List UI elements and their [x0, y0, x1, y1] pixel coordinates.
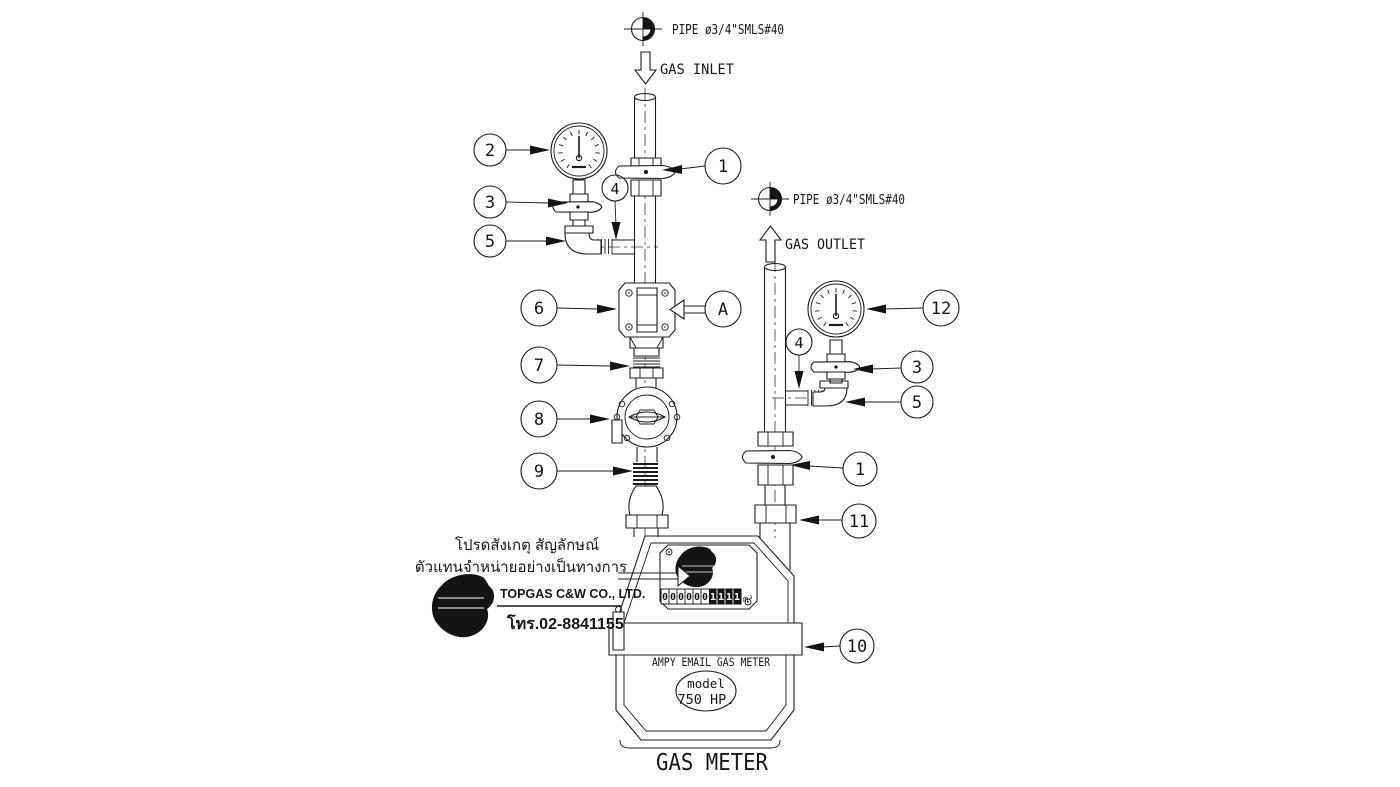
meter-model-value: 750 HP. [678, 692, 735, 708]
svg-text:8: 8 [534, 410, 544, 430]
callout-filter: 6 [521, 290, 617, 326]
svg-text:2: 2 [485, 141, 495, 161]
distributor-company: TOPGAS C&W CO., LTD. [500, 587, 645, 601]
outlet-gauge-cock [810, 340, 861, 383]
callout-valve-outlet: 1 [790, 452, 877, 486]
flex-nipple [626, 464, 668, 537]
outlet-gauge-branch [786, 279, 866, 406]
callout-elbow-outlet: 5 [845, 386, 933, 418]
meter-base-edge [620, 740, 780, 748]
callout-branch-inlet: 4 [602, 175, 628, 240]
outlet-pipe-assembly [741, 264, 866, 571]
meter-inlet-nut [626, 515, 668, 528]
gas-inlet-flow-arrow-icon [635, 52, 656, 84]
svg-text:1: 1 [718, 157, 728, 177]
outlet-pipe-spec-label: PIPE ø3/4"SMLS#40 [793, 193, 905, 208]
filter-block [619, 283, 675, 337]
gas-meter-body: TOP-GAS 0 0 0 0 0 0 1 [609, 536, 802, 748]
distributor-notice-line1: โปรดสังเกตุ สัญลักษณ์ [455, 536, 599, 555]
inlet-shutoff-valve [614, 158, 676, 283]
distributor-phone: โทร.02-8841155 [506, 613, 624, 633]
topgas-logo-large: TOP-GAS [431, 574, 495, 638]
odometer-digit: 1 [718, 592, 724, 603]
gas-outlet-flow-arrow-icon [760, 226, 781, 262]
svg-text:3: 3 [485, 193, 495, 213]
svg-text:A: A [718, 300, 728, 320]
svg-text:1: 1 [855, 460, 865, 480]
drawing-title: GAS METER [656, 750, 768, 776]
callout-nipple: 9 [521, 453, 633, 489]
outlet-gauge-elbow [813, 381, 848, 406]
inlet-gauge-elbow [565, 226, 601, 254]
logo-text-small: TOP-GAS [688, 567, 709, 572]
odometer-digit: 0 [694, 592, 700, 603]
callout-detail-a: A [670, 291, 741, 327]
svg-text:10: 10 [847, 637, 867, 657]
outlet-header: PIPE ø3/4"SMLS#40 GAS OUTLET [750, 181, 905, 262]
odometer-digit: 0 [678, 592, 684, 603]
pipe-section-symbol-inlet [623, 11, 663, 47]
callout-union: 7 [521, 347, 630, 383]
outlet-gauge-cock-handle [810, 361, 861, 373]
callout-elbow-inlet: 5 [474, 225, 566, 257]
callout-cock-inlet: 3 [474, 186, 568, 218]
svg-text:4: 4 [610, 180, 619, 198]
meter-register-plate: TOP-GAS 0 0 0 0 0 0 1 [660, 545, 757, 609]
outlet-valve-handle [741, 449, 803, 465]
svg-text:5: 5 [912, 393, 922, 413]
svg-text:12: 12 [931, 299, 951, 319]
pressure-gauge-outlet [806, 279, 866, 339]
svg-text:11: 11 [849, 512, 869, 532]
logo-text-large: TOP-GAS [446, 601, 476, 608]
callout-meter-band: 10 [804, 629, 874, 663]
inlet-gauge-cock [552, 180, 603, 226]
svg-text:4: 4 [794, 334, 803, 352]
odometer-unit: m³ [743, 595, 753, 605]
svg-text:6: 6 [534, 299, 544, 319]
gas-inlet-label: GAS INLET [660, 62, 735, 78]
odometer-digit: 0 [662, 592, 668, 603]
pressure-gauge-inlet [549, 121, 609, 181]
svg-text:3: 3 [912, 358, 922, 378]
model-oval [676, 671, 736, 711]
svg-text:5: 5 [485, 232, 495, 252]
callout-gauge-inlet: 2 [474, 134, 550, 166]
inlet-valve-handle [614, 164, 676, 180]
odometer-digit: 1 [734, 592, 740, 603]
inlet-gauge-branch [549, 121, 635, 254]
callouts: 2 3 5 4 1 [474, 134, 959, 663]
callout-valve-inlet: 1 [662, 148, 741, 184]
callout-gauge-outlet: 12 [866, 290, 959, 326]
meter-odometer: 0 0 0 0 0 0 1 1 1 1 m³ [661, 589, 753, 605]
distributor-notice-line2: ตัวแทนจำหน่ายอย่างเป็นทางการ [415, 557, 627, 576]
callout-branch-outlet: 4 [786, 329, 812, 389]
svg-text:9: 9 [534, 462, 544, 482]
union-coupling [630, 337, 663, 388]
odometer-digit: 1 [726, 592, 732, 603]
regulator-bracket [612, 420, 622, 443]
inlet-pipe-assembly [549, 94, 680, 538]
odometer-digit: 0 [686, 592, 692, 603]
pipe-section-symbol-outlet [750, 181, 790, 217]
outlet-shutoff-valve [741, 432, 803, 505]
odometer-digit: 0 [670, 592, 676, 603]
odometer-digit: 1 [710, 592, 716, 603]
meter-model-label: model [687, 676, 725, 691]
meter-center-band [609, 623, 802, 655]
logo-pointer-arrow [618, 566, 690, 586]
callout-regulator: 8 [521, 401, 610, 437]
inlet-pipe-spec-label: PIPE ø3/4"SMLS#40 [672, 23, 784, 38]
distributor-block: โปรดสังเกตุ สัญลักษณ์ ตัวแทนจำหน่ายอย่าง… [415, 536, 690, 638]
gas-regulator [612, 387, 680, 462]
callout-outlet-nut: 11 [799, 504, 876, 538]
svg-text:7: 7 [534, 356, 544, 376]
meter-outlet-nut [755, 505, 796, 570]
inlet-header: PIPE ø3/4"SMLS#40 GAS INLET [623, 11, 784, 84]
odometer-digit: 0 [702, 592, 708, 603]
callout-cock-outlet: 3 [853, 351, 933, 383]
meter-name-plate: AMPY EMAIL GAS METER [652, 655, 770, 669]
gas-outlet-label: GAS OUTLET [785, 237, 866, 253]
